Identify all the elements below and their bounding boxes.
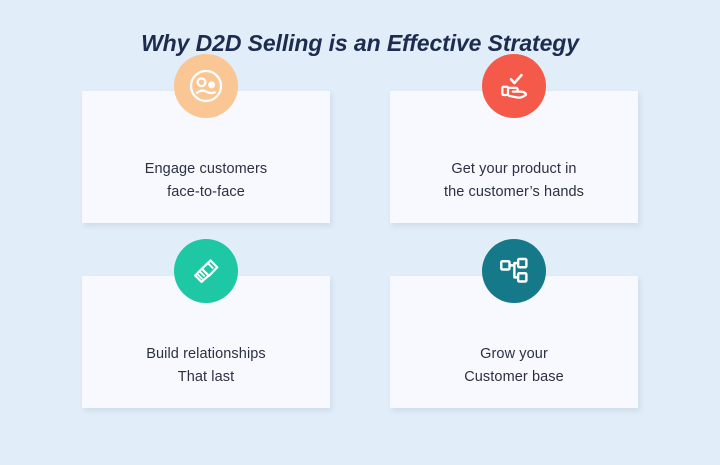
- benefit-card-grow-customer-base[interactable]: Grow your Customer base: [390, 239, 638, 408]
- hand-check-icon: [482, 54, 546, 118]
- network-nodes-icon: [482, 239, 546, 303]
- benefit-card-label: Engage customers face-to-face: [144, 161, 268, 200]
- benefit-card-label: Get your product in the customer’s hands: [443, 161, 585, 200]
- benefit-card-engage-customers[interactable]: Engage customers face-to-face: [82, 54, 330, 223]
- benefit-card-product-in-hands[interactable]: Get your product in the customer’s hands: [390, 54, 638, 223]
- benefit-card-label: Build relationships That last: [146, 346, 266, 385]
- benefit-card-grid: Engage customers face-to-face Get your p…: [82, 54, 638, 408]
- page-title: Why D2D Selling is an Effective Strategy: [141, 30, 579, 56]
- benefit-card-label: Grow your Customer base: [464, 346, 564, 385]
- people-faces-icon: [174, 54, 238, 118]
- benefit-card-build-relationships[interactable]: Build relationships That last: [82, 239, 330, 408]
- handshake-icon: [174, 239, 238, 303]
